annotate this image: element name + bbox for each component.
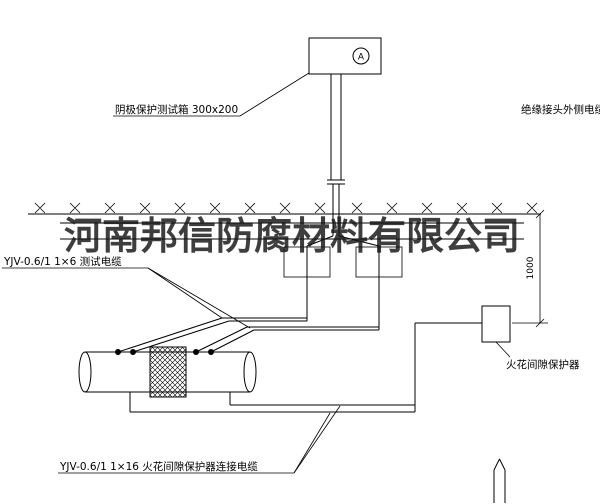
label-spark-gap-protector: 火花间隙保护器 bbox=[506, 358, 580, 371]
dimension-1000-label: 1000 bbox=[526, 256, 536, 279]
grass-marks bbox=[34, 202, 538, 214]
watermark: 河南邦信防腐材料有限公司 bbox=[60, 213, 524, 258]
label-test-cable: YJV-0.6/1 1×6 测试电缆 bbox=[3, 255, 122, 268]
pipeline bbox=[78, 346, 257, 398]
ammeter-symbol bbox=[352, 47, 370, 65]
label-insulation-joint-outer-cable: 绝缘接头外侧电缆 bbox=[521, 103, 600, 116]
anode-block-right bbox=[355, 246, 403, 278]
spark-gap-cables bbox=[129, 322, 482, 413]
leader-lines bbox=[2, 72, 511, 474]
label-test-box: 阴极保护测试箱 300x200 bbox=[115, 103, 238, 116]
anode-blocks bbox=[283, 246, 403, 278]
dimension-1000 bbox=[512, 209, 548, 328]
label-spark-gap-connection-cable: YJV-0.6/1 1×16 火花间隙保护器连接电缆 bbox=[59, 460, 258, 473]
watermark-text: 河南邦信防腐材料有限公司 bbox=[64, 213, 520, 258]
test-cables bbox=[117, 317, 379, 353]
test-box: A bbox=[308, 37, 382, 75]
marker-post-symbol bbox=[493, 458, 506, 503]
spark-gap-protector bbox=[481, 305, 511, 343]
cable-connection-dots bbox=[115, 349, 214, 355]
ammeter-label: A bbox=[358, 53, 365, 63]
conduit bbox=[306, 74, 380, 330]
anode-block-left bbox=[283, 246, 331, 278]
insulating-joint bbox=[149, 346, 187, 398]
